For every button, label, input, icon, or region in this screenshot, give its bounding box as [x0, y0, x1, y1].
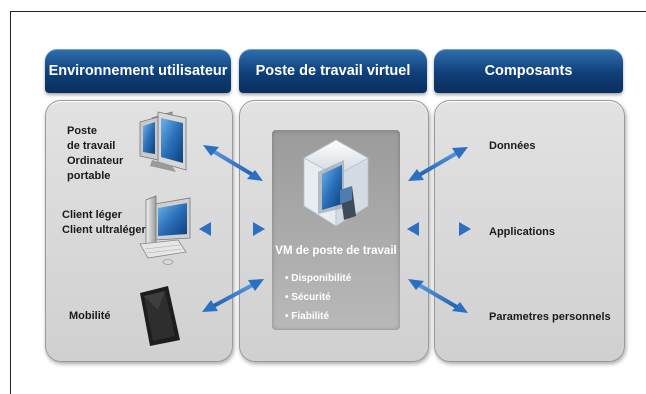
- feature-security: • Sécurité: [285, 292, 331, 303]
- label-laptop-line1: Ordinateur: [67, 155, 124, 167]
- frame-top-border: [10, 11, 646, 12]
- header-user-environment-label: Environnement utilisateur: [48, 63, 228, 79]
- vm-features-list: • Disponibilité • Sécurité • Fiabilité: [285, 269, 351, 326]
- double-arrow-icon: [407, 222, 471, 236]
- label-desktop-line1: Poste: [67, 125, 97, 137]
- label-desktop-laptop: Poste de travail Ordinateur portable: [67, 124, 123, 184]
- label-vm-title: VM de poste de travail: [275, 245, 397, 257]
- double-arrow-icon: [203, 145, 263, 181]
- double-arrow-icon: [202, 279, 264, 312]
- label-desktop-line2: de travail: [67, 140, 116, 152]
- label-thin-clients: Client léger Client ultraléger: [62, 208, 146, 238]
- feature-availability: • Disponibilité: [285, 273, 352, 284]
- header-user-environment: Environnement utilisateur: [45, 49, 231, 93]
- label-personal-settings: Parametres personnels: [489, 311, 611, 323]
- header-virtual-desktop: Poste de travail virtuel: [239, 49, 427, 93]
- feature-reliability: • Fiabilité: [285, 311, 330, 322]
- frame-left-border: [10, 11, 11, 394]
- header-components: Composants: [434, 49, 623, 93]
- thin-client-icon: [139, 195, 191, 265]
- label-ultrathin-client: Client ultraléger: [62, 224, 146, 236]
- label-applications: Applications: [489, 226, 556, 238]
- desktop-monitor-icon: [139, 111, 187, 172]
- double-arrow-icon: [408, 279, 468, 313]
- vm-cube-icon: [303, 139, 369, 227]
- label-mobility: Mobilité: [69, 310, 111, 322]
- header-components-label: Composants: [484, 63, 573, 79]
- label-thin-client: Client léger: [62, 209, 122, 221]
- label-data: Données: [489, 140, 536, 152]
- header-virtual-desktop-label: Poste de travail virtuel: [255, 63, 411, 79]
- double-arrow-icon: [199, 222, 265, 236]
- label-laptop-line2: portable: [67, 170, 111, 182]
- tablet-icon: [140, 286, 180, 346]
- double-arrow-icon: [408, 147, 468, 181]
